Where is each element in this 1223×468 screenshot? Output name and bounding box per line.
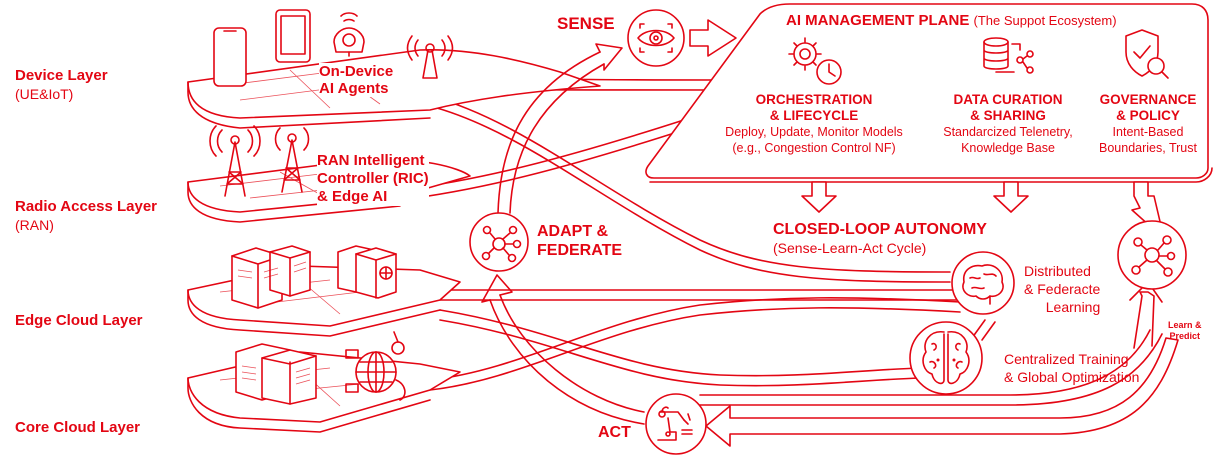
flow-bands bbox=[399, 71, 1163, 406]
server-rack-icon bbox=[231, 245, 311, 309]
label-line: & Global Optimization bbox=[1004, 369, 1140, 385]
on-device-ai-label: On-Device AI Agents bbox=[319, 63, 394, 97]
distributed-brain-icon[interactable] bbox=[951, 251, 1015, 315]
centralized-brain-icon[interactable] bbox=[909, 321, 983, 395]
pillar-data-curation: DATA CURATION & SHARING Standarcized Tel… bbox=[928, 92, 1088, 156]
datacenter-icon bbox=[235, 343, 317, 405]
label-line: Learning bbox=[1045, 299, 1101, 315]
act-to-adapt-arrow bbox=[481, 274, 645, 425]
smartphone-icon bbox=[213, 27, 247, 87]
label-line: & Edge AI bbox=[317, 188, 388, 205]
management-plane-title: AI MANAGEMENT PLANE bbox=[786, 12, 970, 29]
centralized-training-label: Centralized Training & Global Optimizati… bbox=[1004, 350, 1139, 386]
shield-check-icon bbox=[1125, 29, 1169, 79]
sense-eye-icon[interactable] bbox=[627, 9, 685, 67]
antenna-icon bbox=[406, 35, 454, 79]
federated-network-icon[interactable] bbox=[1117, 220, 1187, 290]
smart-camera-icon bbox=[333, 12, 365, 57]
pillar-description: Boundaries, Trust bbox=[1099, 141, 1197, 155]
pillar-title: GOVERNANCE bbox=[1099, 92, 1197, 107]
layer-title: Radio Access Layer bbox=[15, 198, 158, 215]
pillar-description: Deploy, Update, Monitor Models bbox=[725, 125, 903, 139]
adapt-federate-label: ADAPT & FEDERATE bbox=[537, 222, 622, 260]
database-share-icon bbox=[983, 37, 1034, 74]
pillar-title: DATA CURATION bbox=[953, 92, 1063, 107]
layer-title: Device Layer bbox=[15, 67, 108, 84]
layer-label-device: Device Layer (UE&IoT) bbox=[15, 67, 108, 103]
layer-label-ran: Radio Access Layer (RAN) bbox=[15, 198, 157, 234]
closed-loop-autonomy: CLOSED-LOOP AUTONOMY (Sense-Learn-Act Cy… bbox=[773, 220, 987, 257]
gear-clock-icon bbox=[788, 37, 842, 85]
label-line: FEDERATE bbox=[537, 242, 623, 259]
label-line: Centralized Training bbox=[1004, 351, 1129, 367]
layer-subtitle: (RAN) bbox=[15, 217, 54, 233]
learn-predict-label: Learn & Predict bbox=[1168, 320, 1202, 342]
learning-to-act-arrow bbox=[705, 337, 1179, 447]
pillar-governance: GOVERNANCE & POLICY Intent-Based Boundar… bbox=[1090, 92, 1206, 156]
label-line: On-Device bbox=[319, 63, 394, 80]
sense-to-plane-arrow bbox=[689, 19, 737, 57]
pillar-description: (e.g., Congestion Control NF) bbox=[732, 141, 896, 155]
platform-device bbox=[187, 48, 601, 129]
layer-subtitle: (UE&IoT) bbox=[15, 86, 74, 102]
globe-icon bbox=[345, 331, 406, 401]
layer-label-edge: Edge Cloud Layer bbox=[15, 312, 143, 330]
sense-label: SENSE bbox=[557, 14, 615, 33]
platform-edge bbox=[187, 265, 461, 337]
pillar-description: Standarcized Telenetry, bbox=[943, 125, 1073, 139]
server-rack-icon bbox=[337, 245, 397, 299]
adapt-network-icon[interactable] bbox=[469, 212, 529, 272]
platform-core bbox=[187, 351, 461, 433]
plane-down-arrow bbox=[801, 181, 837, 213]
distributed-learning-label: Distributed & Federacte Learning bbox=[1024, 262, 1100, 316]
pillar-description: Knowledge Base bbox=[961, 141, 1055, 155]
tablet-icon bbox=[275, 9, 311, 63]
label-line: & Federacte bbox=[1024, 281, 1101, 297]
layer-title: Core Cloud Layer bbox=[15, 419, 141, 436]
cell-tower-icon bbox=[274, 127, 310, 193]
act-robot-arm-icon[interactable] bbox=[645, 393, 707, 455]
pillar-title: & SHARING bbox=[970, 108, 1046, 123]
pillar-description: Intent-Based bbox=[1112, 125, 1184, 139]
ric-edge-ai-label: RAN Intelligent Controller (RIC) & Edge … bbox=[317, 152, 429, 206]
closed-loop-subtitle: (Sense-Learn-Act Cycle) bbox=[773, 240, 927, 256]
pillar-title: & LIFECYCLE bbox=[769, 108, 859, 123]
pillar-title: ORCHESTRATION bbox=[755, 92, 873, 107]
act-label: ACT bbox=[598, 424, 631, 441]
management-plane-subtitle: (The Suppot Ecosystem) bbox=[973, 13, 1117, 28]
label-line: AI Agents bbox=[319, 80, 389, 97]
label-line: Controller (RIC) bbox=[317, 170, 429, 187]
label-line: Distributed bbox=[1024, 263, 1091, 279]
pillar-title: & POLICY bbox=[1116, 108, 1180, 123]
closed-loop-title: CLOSED-LOOP AUTONOMY bbox=[773, 221, 987, 238]
layer-label-core: Core Cloud Layer bbox=[15, 419, 140, 437]
label-line: Predict bbox=[1169, 331, 1201, 341]
label-line: Learn & bbox=[1168, 320, 1202, 330]
management-plane-box bbox=[645, 3, 1213, 183]
cell-tower-icon bbox=[209, 125, 261, 197]
layer-title: Edge Cloud Layer bbox=[15, 312, 143, 329]
adapt-to-sense-arrow bbox=[497, 43, 623, 214]
pillar-orchestration: ORCHESTRATION & LIFECYCLE Deploy, Update… bbox=[700, 92, 928, 156]
plane-down-arrow bbox=[993, 181, 1029, 213]
label-line: RAN Intelligent bbox=[317, 152, 425, 169]
management-plane-heading: AI MANAGEMENT PLANE (The Suppot Ecosyste… bbox=[786, 12, 1117, 29]
label-line: ADAPT & bbox=[537, 223, 609, 240]
